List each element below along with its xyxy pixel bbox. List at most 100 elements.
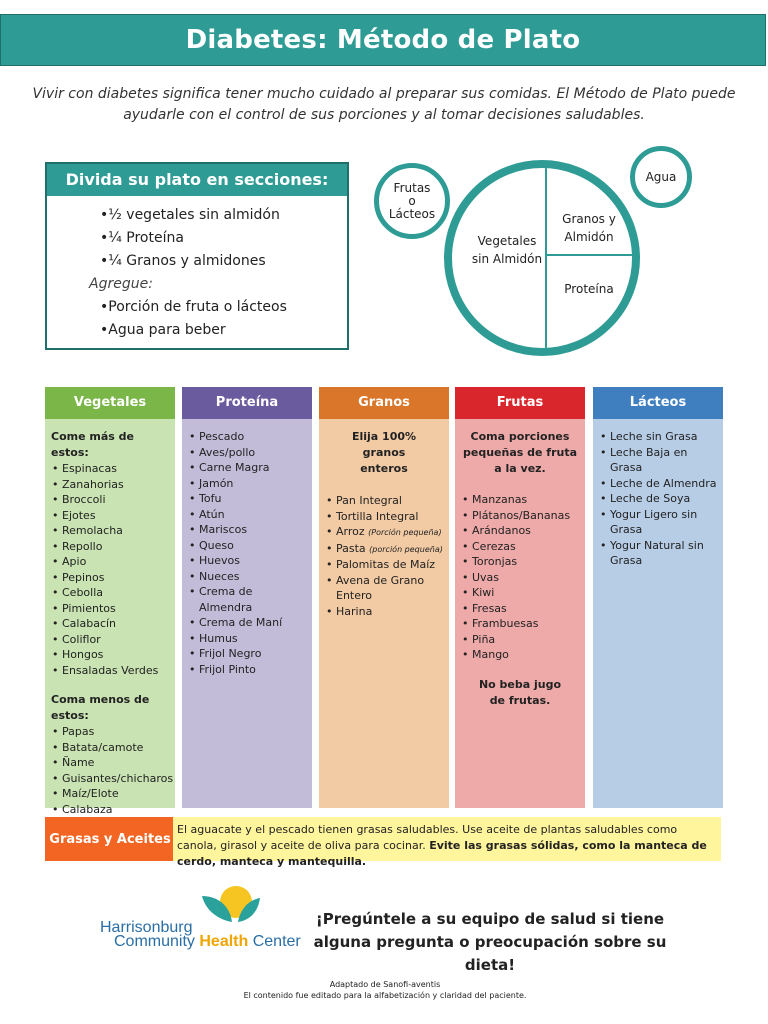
list-item: Yogur Ligero sin Grasa	[599, 507, 717, 538]
title-banner: Diabetes: Método de Plato	[0, 14, 766, 66]
list-item: Leche de Soya	[599, 491, 717, 507]
column-body: PescadoAves/polloCarne MagraJamónTofuAtú…	[182, 419, 312, 808]
plate-vegetables: Vegetales sin Almidón	[471, 234, 543, 266]
list-item: Leche sin Grasa	[599, 429, 717, 445]
column-vegetales: Vegetales Come más de estos: EspinacasZa…	[45, 387, 175, 817]
column-body: Elija 100% granos enteros Pan IntegralTo…	[319, 419, 449, 808]
list-item: Avena de Grano Entero	[325, 573, 443, 604]
column-header: Vegetales	[45, 387, 175, 419]
list-item: Pimientos	[51, 601, 169, 617]
logo-community: Community	[114, 933, 200, 950]
list-item: Calabaza	[51, 802, 169, 818]
list-item: Crema de Maní	[188, 615, 306, 631]
list-item: Manzanas	[461, 492, 579, 508]
list-item: Mariscos	[188, 522, 306, 538]
plate-divider-horizontal	[546, 254, 632, 256]
list-item: Cerezas	[461, 539, 579, 555]
list-item: Frambuesas	[461, 616, 579, 632]
list-item: Espinacas	[51, 461, 169, 477]
list-item: Crema de Almendra	[188, 584, 306, 615]
list-item: Zanahorias	[51, 477, 169, 493]
list-item: Coliflor	[51, 632, 169, 648]
column-header: Frutas	[455, 387, 585, 419]
item-text: Pasta	[336, 541, 366, 555]
water-circle: Agua	[630, 146, 692, 208]
list-item: Tortilla Integral	[325, 509, 443, 525]
add-item: Porción de fruta o lácteos	[47, 296, 347, 319]
list-item: Queso	[188, 538, 306, 554]
item-text: Harina	[336, 604, 373, 618]
list-item: Leche Baja en Grasa	[599, 445, 717, 476]
logo-line1: Harrisonburg	[100, 919, 193, 936]
divide-plate-box: Divida su plato en secciones: ½ vegetale…	[45, 162, 349, 350]
column-header: Granos	[319, 387, 449, 419]
item-text: Arroz	[336, 525, 365, 538]
column-frutas: Frutas Coma porciones pequeñas de fruta …	[455, 387, 585, 808]
list-item: Nueces	[188, 569, 306, 585]
column-proteina: Proteína PescadoAves/polloCarne MagraJam…	[182, 387, 312, 808]
list-item: Harina	[325, 604, 443, 620]
ask-team-message: ¡Pregúntele a su equipo de salud si tien…	[313, 910, 667, 974]
column-lacteos: Lácteos Leche sin GrasaLeche Baja en Gra…	[593, 387, 723, 808]
footer-source: Adaptado de Sanofi-aventis	[329, 980, 441, 989]
portion-note: (porción pequeña)	[369, 544, 443, 554]
list-item: Pasta (porción pequeña)	[325, 541, 443, 558]
column-header: Lácteos	[593, 387, 723, 419]
list-item: Repollo	[51, 539, 169, 555]
list-item: Frijol Pinto	[188, 662, 306, 678]
logo-center: Center	[248, 933, 301, 950]
list-item: Pan Integral	[325, 493, 443, 509]
logo-line2: Community Health Center	[114, 934, 301, 950]
water-label: Agua	[645, 169, 677, 184]
list-item: Pescado	[188, 429, 306, 445]
add-label: Agregue:	[89, 276, 153, 292]
list-item: Palomitas de Maíz	[325, 557, 443, 573]
list-item: Calabacín	[51, 616, 169, 632]
list-item: Jamón	[188, 476, 306, 492]
plate-divider-vertical	[545, 168, 547, 348]
frutas-note: No beba jugo de frutas.	[478, 677, 562, 707]
list-item: Carne Magra	[188, 460, 306, 476]
list-item: Pepinos	[51, 570, 169, 586]
list-item: Ñame	[51, 755, 169, 771]
list-item: Humus	[188, 631, 306, 647]
list-item: Broccoli	[51, 492, 169, 508]
or-label: o	[408, 193, 416, 208]
dairy-label: Lácteos	[388, 206, 436, 221]
list-item: Atún	[188, 507, 306, 523]
fats-text: El aguacate y el pescado tienen grasas s…	[173, 817, 721, 868]
list-item: Kiwi	[461, 585, 579, 601]
list-item: Apio	[51, 554, 169, 570]
fruit-dairy-circle: Frutas o Lácteos	[374, 163, 450, 239]
intro-text: Vivir con diabetes significa tener mucho…	[32, 86, 736, 123]
list-item: Cebolla	[51, 585, 169, 601]
list-item: Arroz (Porción pequeña)	[325, 524, 443, 541]
sun-leaf-icon	[202, 886, 260, 922]
list-item: Ensaladas Verdes	[51, 663, 169, 679]
item-text: Palomitas de Maíz	[336, 558, 436, 571]
list-item: Papas	[51, 724, 169, 740]
list-item: Yogur Natural sin Grasa	[599, 538, 717, 569]
list-item: Remolacha	[51, 523, 169, 539]
add-item: Agua para beber	[47, 319, 347, 342]
column-header: Proteína	[182, 387, 312, 419]
list-item: Ejotes	[51, 508, 169, 524]
item-text: Tortilla Integral	[336, 509, 419, 523]
list-item: Guisantes/chicharos	[51, 771, 173, 787]
plate-diagram: Vegetales sin Almidón Granos y Almidón P…	[444, 160, 640, 356]
column-body: Coma porciones pequeñas de fruta a la ve…	[455, 419, 585, 808]
divide-item: ¼ Granos y almidones	[47, 250, 347, 273]
portion-note: (Porción pequeña)	[368, 528, 442, 537]
health-center-logo: Harrisonburg Community Health Center	[100, 884, 305, 954]
footer-note: El contenido fue editado para la alfabet…	[243, 991, 527, 1000]
list-item: Fresas	[461, 601, 579, 617]
column-granos: Granos Elija 100% granos enteros Pan Int…	[319, 387, 449, 808]
list-item: Maíz/Elote	[51, 786, 169, 802]
item-text: Avena de Grano Entero	[336, 573, 425, 603]
plate-protein: Proteína	[564, 282, 614, 296]
frutas-intro: Coma porciones pequeñas de fruta a la ve…	[462, 430, 578, 475]
page-title: Diabetes: Método de Plato	[185, 25, 581, 55]
list-item: Toronjas	[461, 554, 579, 570]
divide-title: Divida su plato en secciones:	[47, 164, 347, 196]
list-item: Huevos	[188, 553, 306, 569]
